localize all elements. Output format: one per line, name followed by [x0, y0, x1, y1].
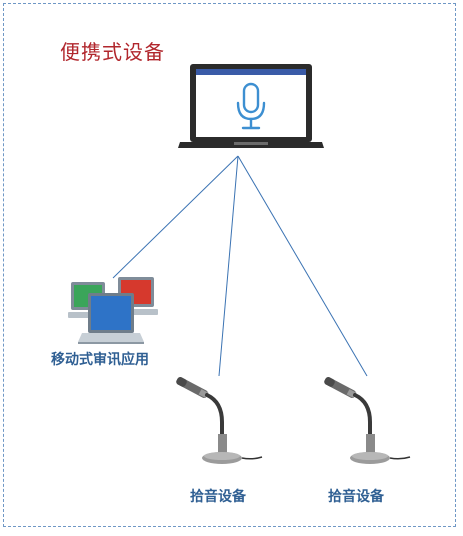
- microphone-device-icon-right: [324, 377, 411, 464]
- mic-right-label: 拾音设备: [328, 489, 384, 505]
- connector-to-mic-right: [237, 155, 368, 377]
- computers-icon: [68, 277, 158, 344]
- microphone-icon: [236, 82, 266, 130]
- mic-left-label: 拾音设备: [190, 489, 246, 505]
- connector-to-mobile-app: [112, 155, 239, 279]
- diagram-title: 便携式设备: [60, 40, 165, 64]
- microphone-device-icon-left: [176, 377, 263, 464]
- laptop-icon: [178, 64, 324, 148]
- connectors: [112, 155, 368, 377]
- mobile-app-label: 移动式审讯应用: [51, 352, 149, 368]
- diagram-frame: [3, 3, 456, 527]
- connector-to-mic-left: [218, 155, 239, 377]
